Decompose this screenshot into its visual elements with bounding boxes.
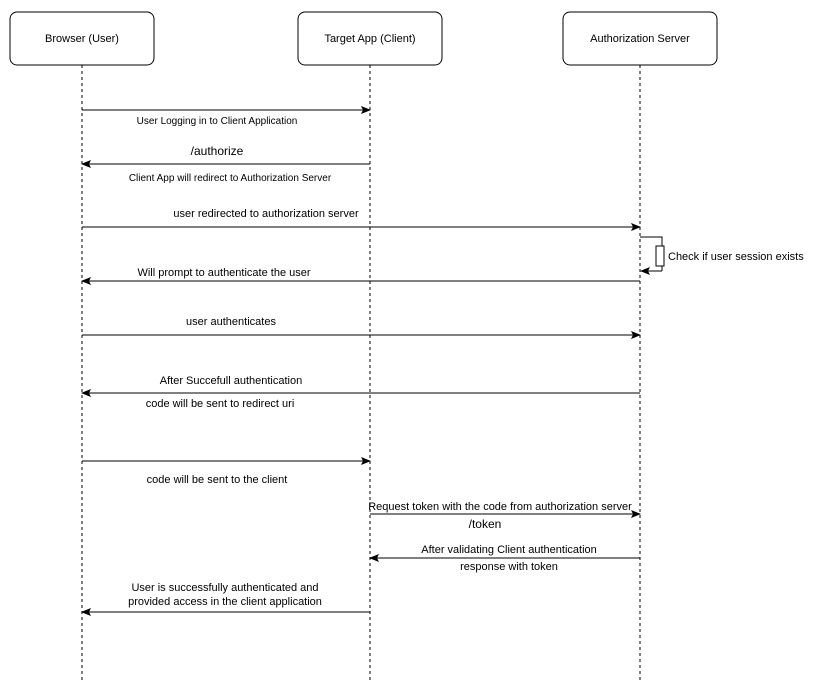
message-label: User is successfully authenticated and <box>131 582 318 594</box>
message-authorize-redirect: /authorize Client App will redirect to A… <box>81 144 370 184</box>
message-label: /authorize <box>191 144 244 158</box>
actor-client-label: Target App (Client) <box>324 33 415 45</box>
message-label: After validating Client authentication <box>421 544 597 556</box>
message-label: Will prompt to authenticate the user <box>137 267 310 279</box>
actor-browser: Browser (User) <box>9 11 155 66</box>
message-label: /token <box>469 517 502 531</box>
message-label: Request token with the code from authori… <box>368 501 632 513</box>
message-request-token: Request token with the code from authori… <box>368 501 641 531</box>
message-login-to-client: User Logging in to Client Application <box>82 106 371 127</box>
actor-authserver-label: Authorization Server <box>590 33 690 45</box>
message-label: User Logging in to Client Application <box>137 116 298 127</box>
actor-browser-box <box>9 11 155 66</box>
actor-browser-label: Browser (User) <box>45 33 119 45</box>
message-check-session: Check if user session exists <box>640 236 804 275</box>
message-label: user redirected to authorization server <box>173 208 359 220</box>
message-prompt-authenticate: Will prompt to authenticate the user <box>81 267 640 285</box>
actor-client: Target App (Client) <box>297 11 443 66</box>
message-redirect-to-authserver: user redirected to authorization server <box>82 208 641 231</box>
message-label: code will be sent to the client <box>147 474 288 486</box>
message-access-granted: User is successfully authenticated and p… <box>81 582 370 616</box>
message-code-to-client: code will be sent to the client <box>82 457 371 486</box>
message-label: Check if user session exists <box>668 251 804 263</box>
message-user-authenticates: user authenticates <box>82 316 641 339</box>
actor-authserver: Authorization Server <box>562 11 718 66</box>
actor-client-box <box>297 11 443 66</box>
message-label: Client App will redirect to Authorizatio… <box>129 173 332 184</box>
message-label: code will be sent to redirect uri <box>146 398 295 410</box>
message-label: response with token <box>460 561 558 573</box>
message-token-response: After validating Client authentication r… <box>369 544 640 573</box>
message-label: provided access in the client applicatio… <box>128 596 322 608</box>
message-label: user authenticates <box>186 316 276 328</box>
message-code-redirect: After Succefull authentication code will… <box>81 375 640 410</box>
actor-authserver-box <box>562 11 718 66</box>
activation-box <box>655 245 665 267</box>
message-label: After Succefull authentication <box>160 375 302 387</box>
